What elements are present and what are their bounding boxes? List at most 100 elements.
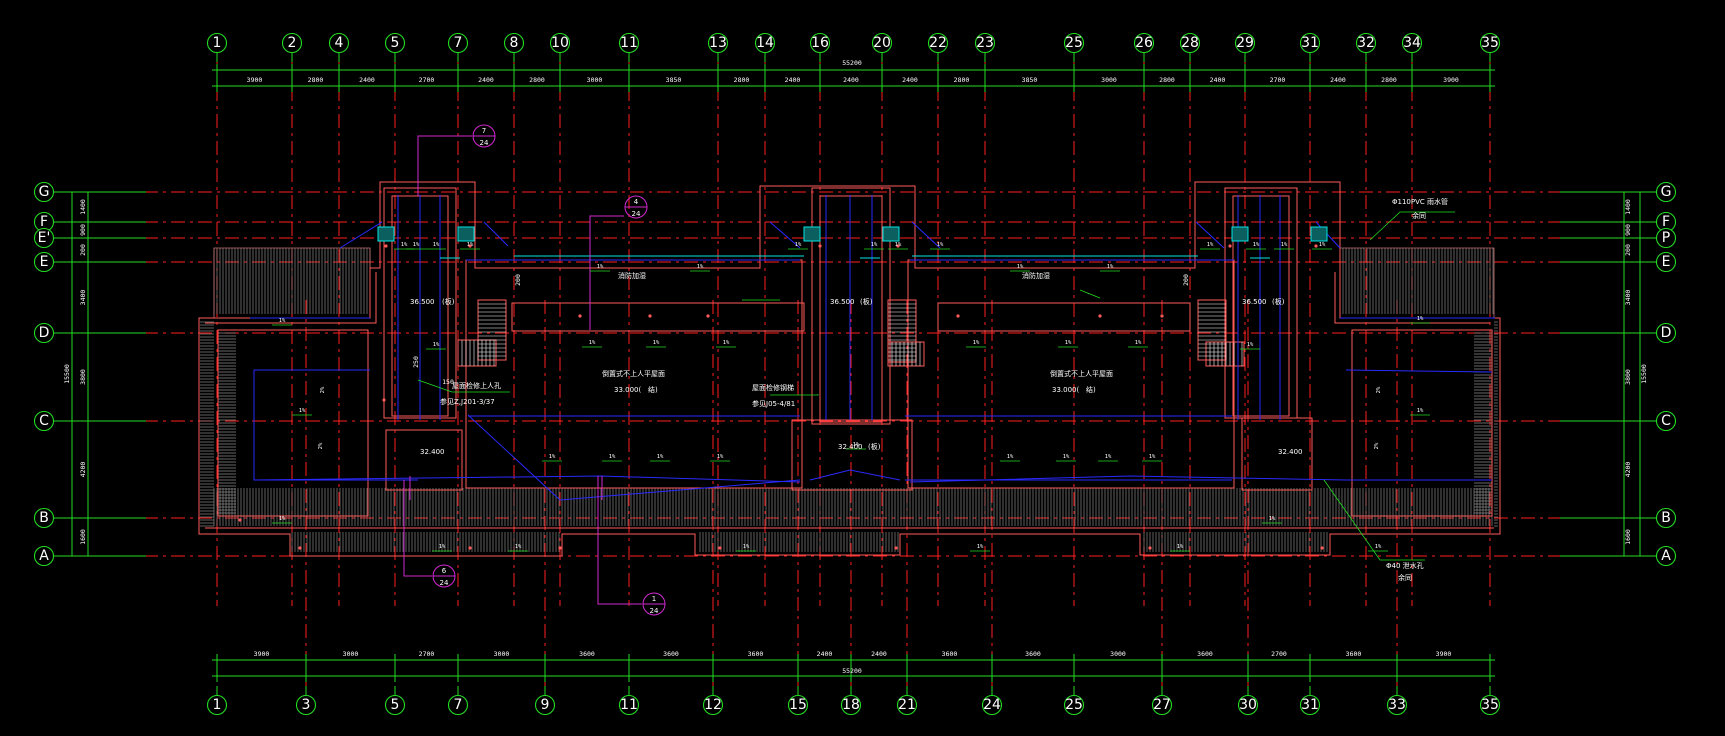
dim-top-seg: 2400 [478,76,494,84]
dim-top-seg: 2400 [359,76,375,84]
grid-label-bottom: 1 [213,697,222,713]
grid-label-top: 32 [1357,35,1375,51]
slope-label: 1% [1253,242,1260,248]
leader-lines [417,211,1455,561]
dim-bottom-seg: 3900 [1436,650,1452,658]
grid-label-left: B [39,510,49,526]
roof-right-elev-tag: 结) [1086,385,1096,394]
slope-label-2: 2% [1376,386,1382,393]
slope-label: 1% [589,340,596,346]
drain-marker [718,546,722,550]
dim-right-seg: 4200 [1624,462,1632,478]
dim-bottom-seg: 3000 [494,650,510,658]
dim-right-seg: 1600 [1624,529,1632,545]
dim-top-seg: 3000 [1101,76,1117,84]
drain-marker [1098,314,1102,318]
drain-marker [384,244,388,248]
drain-marker [578,314,582,318]
hatch-note: 屋面检修上人孔 [452,381,501,390]
drain-sub: 余同 [1398,573,1412,582]
drain-marker [896,244,900,248]
dim-bottom-seg: 3600 [1197,650,1213,658]
dim-left-seg: 1400 [79,199,87,215]
slope-label-2: 2% [1374,442,1380,449]
dim-top-seg: 2400 [1330,76,1346,84]
section-mark-1-num: 7 [482,127,486,135]
drain-marker [1148,546,1152,550]
grid-label-bottom: 31 [1301,697,1319,713]
grid-label-top: 23 [976,35,994,51]
dim-bottom-seg: 3600 [663,650,679,658]
roof-right-elev: 33.000( [1052,386,1079,394]
slope-label: 1% [1281,242,1288,248]
section-marks [403,124,666,616]
slope-label: 1% [1417,316,1424,322]
drain-marker [1228,244,1232,248]
dim-bottom-seg: 3000 [1110,650,1126,658]
drain-marker [468,244,472,248]
ladder-note: 屋面检修钢梯 [752,383,794,392]
slope-label: 1% [1319,242,1326,248]
dim-bottom-seg: 3600 [942,650,958,658]
grid-label-top: 7 [454,35,463,51]
slope-label: 1% [1149,454,1156,460]
dimension-lines [66,64,1641,682]
grid-label-bottom: 12 [704,697,722,713]
grid-label-left: E' [38,230,51,246]
cyan-features [377,226,1328,259]
grid-label-bottom: 5 [391,697,400,713]
slope-label: 1% [597,264,604,270]
elev-right-tag: (板) [1272,297,1285,306]
grid-label-top: 28 [1181,35,1199,51]
slope-label: 1% [973,340,980,346]
section-mark-4-sheet: 24 [650,607,659,615]
dim-top-seg: 3850 [666,76,682,84]
slope-label: 1% [1207,242,1214,248]
grid-label-top: 1 [213,35,222,51]
slope-label: 1% [657,454,664,460]
grid-label-left: C [39,413,49,429]
dim-right-seg: 200 [1624,244,1632,256]
dim-bottom-total: 55200 [842,667,862,675]
grid-label-top: 34 [1403,35,1421,51]
stair-treads [461,303,1243,366]
grid-label-top: 4 [335,35,344,51]
dim-150: 150 [442,378,454,386]
slope-label: 1% [1177,544,1184,550]
slope-label: 1% [1417,408,1424,414]
hatch-ref: 参见Z,J201-3/37 [440,397,495,406]
dim-left-seg: 3400 [79,290,87,306]
slope-label: 1% [549,454,556,460]
slope-label-2: 2% [318,442,324,449]
dim-bottom-seg: 3600 [748,650,764,658]
slope-label: 1% [1107,264,1114,270]
drain-note: Φ40 泄水孔 [1386,561,1424,570]
grid-label-top: 20 [873,35,891,51]
grid-label-top: 14 [756,35,774,51]
drain-marker [238,518,242,522]
drain-marker [1160,314,1164,318]
pipe-sub: 余同 [1412,211,1426,220]
hatch-frame [213,247,1495,319]
drain-marker [818,244,822,248]
grid-label-top: 2 [288,35,297,51]
drain-marker [706,314,710,318]
grid-label-bottom: 27 [1153,697,1171,713]
dim-top-seg: 2800 [308,76,324,84]
grid-label-bottom: 11 [620,697,638,713]
grid-label-bottom: 30 [1239,697,1257,713]
slope-label: 1% [1269,516,1276,522]
section-mark-4-num: 1 [652,595,656,603]
slope-label: 1% [1063,454,1070,460]
dim-top-seg: 2800 [1159,76,1175,84]
gutter-right: 消防加湿 [1022,271,1050,280]
drain-marker [894,546,898,550]
drain-marker [648,314,652,318]
grid-label-bottom: 21 [898,697,916,713]
dim-top-seg: 3900 [1443,76,1459,84]
dim-250: 250 [412,356,420,368]
section-mark-labels: 7 24 4 24 6 24 1 24 [440,127,659,615]
dim-top-seg: 2800 [954,76,970,84]
